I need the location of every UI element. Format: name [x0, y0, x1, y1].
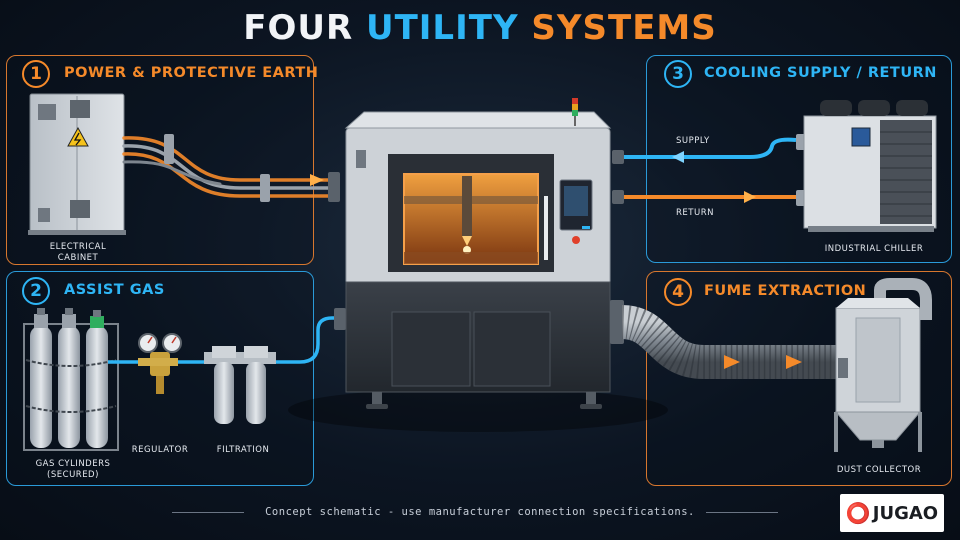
page-title: FOUR UTILITY SYSTEMS [0, 8, 960, 48]
title-word-systems: SYSTEMS [531, 8, 717, 48]
cooling-lines [612, 134, 806, 206]
gas-line [108, 308, 346, 364]
footer-note: Concept schematic - use manufacturer con… [265, 506, 695, 518]
panel-number-2: 2 [22, 277, 50, 305]
industrial-chiller [803, 100, 937, 232]
panel-title-cooling: COOLING SUPPLY / RETURN [704, 65, 937, 81]
label-cabinet-line1: ELECTRICAL [49, 242, 107, 252]
label-regulator: REGULATOR [131, 445, 189, 455]
brand-logo: ⭕ JUGAO [840, 494, 944, 532]
label-filtration: FILTRATION [216, 445, 270, 455]
panel-title-fume: FUME EXTRACTION [704, 283, 867, 299]
electrical-cabinet [28, 93, 126, 235]
panel-number-1: 1 [22, 60, 50, 88]
logo-mark-icon: ⭕ [845, 501, 871, 525]
label-cylinders-line1: GAS CYLINDERS [35, 459, 111, 469]
filtration [204, 346, 276, 424]
panel-title-power: POWER & PROTECTIVE EARTH [64, 65, 319, 81]
gas-cylinders [23, 308, 119, 451]
regulator [138, 333, 182, 394]
label-cylinders-line2: (SECURED) [47, 470, 99, 480]
label-cabinet-line2: CABINET [57, 253, 99, 263]
label-dust-collector: DUST COLLECTOR [836, 465, 922, 475]
fume-duct [610, 300, 836, 379]
laser-machine [344, 98, 612, 409]
label-return: RETURN [676, 208, 714, 218]
label-supply: SUPPLY [676, 136, 710, 146]
dust-collector [834, 278, 932, 452]
logo-text: JUGAO [872, 502, 939, 524]
panel-number-3: 3 [664, 60, 692, 88]
panel-number-4: 4 [664, 278, 692, 306]
title-word-four: FOUR [243, 8, 354, 48]
title-word-utility: UTILITY [365, 8, 519, 48]
label-chiller: INDUSTRIAL CHILLER [824, 244, 924, 254]
floor-shadow [288, 388, 668, 432]
footer-rule-left [172, 512, 244, 513]
power-cables [122, 134, 340, 202]
footer-rule-right [706, 512, 778, 513]
panel-title-assist-gas: ASSIST GAS [64, 282, 165, 298]
